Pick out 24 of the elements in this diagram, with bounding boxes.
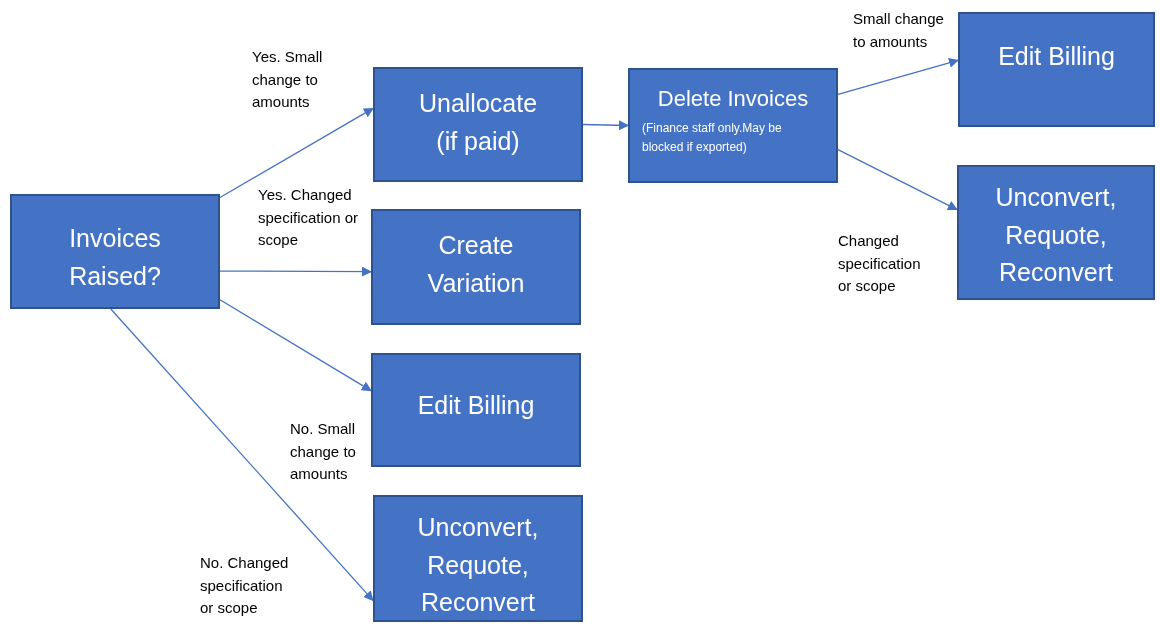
arrow <box>837 57 959 96</box>
box-title: Edit Billing <box>998 41 1115 72</box>
arrow <box>219 107 374 199</box>
box-title: Create Variation <box>426 230 526 299</box>
box-title: Delete Invoices <box>657 85 809 113</box>
box-title: Unconvert, Requote, Reconvert <box>994 182 1118 288</box>
process-box <box>10 194 220 309</box>
process-box <box>957 165 1155 300</box>
process-box <box>373 495 583 622</box>
process-box <box>628 68 838 183</box>
arrow <box>110 308 374 602</box>
box-title: Unallocate (if paid) <box>417 88 539 157</box>
box-title: Unconvert, Requote, Reconvert <box>416 512 540 618</box>
arrow <box>219 266 372 277</box>
box-title: Edit Billing <box>417 390 535 421</box>
process-box <box>371 209 581 325</box>
process-box <box>371 353 581 467</box>
process-box <box>958 12 1155 127</box>
arrow <box>582 120 629 131</box>
box-title: Invoices Raised? <box>68 223 162 292</box>
box-note: (Finance staff only.May be blocked if exported) <box>642 120 783 157</box>
arrow <box>837 149 958 211</box>
arrow <box>219 299 372 392</box>
process-box <box>373 67 583 182</box>
